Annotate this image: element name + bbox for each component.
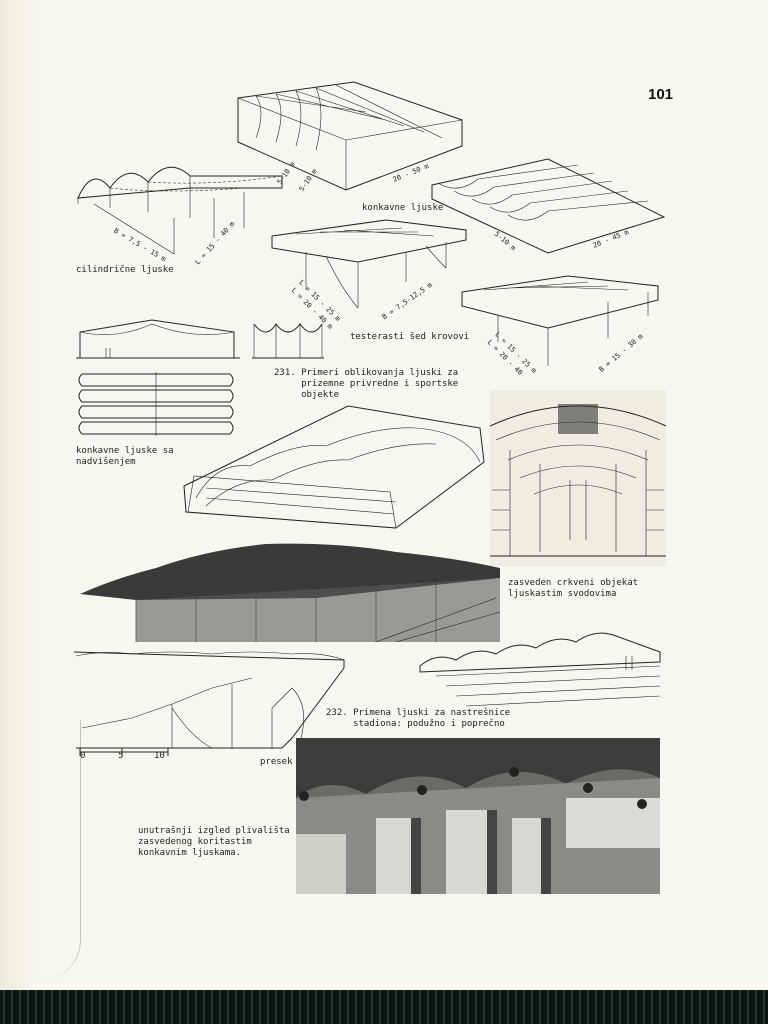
sawtooth-roof-drawing: [266, 218, 470, 314]
scale-0: 0: [80, 751, 86, 761]
label-testerasti-sed-krovovi: testerasti šed krovovi: [350, 332, 470, 342]
label-cilindricne-ljuske: cilindrične ljuske: [76, 265, 174, 275]
scale-10: 10: [154, 751, 165, 761]
stadium-canopy-perspective-drawing: [416, 626, 664, 708]
label-unutrasnji-izgled: unutrašnji izgled plivališta zasvedenog …: [138, 826, 290, 858]
stadium-section-drawing: [72, 648, 348, 760]
concave-shells-row-drawing: [428, 155, 672, 255]
caption-231: 231. Primeri oblikovanja ljuski za prize…: [274, 368, 459, 400]
label-presek: presek: [260, 757, 293, 767]
shell-plan-drawing: [74, 370, 238, 440]
sawtooth-frame-drawing: [458, 272, 662, 368]
shell-section-drawing: [250, 318, 326, 362]
shell-elevation-drawing: [74, 318, 242, 362]
caption-232: 232. Primena ljuski za nastrešnice stadi…: [326, 708, 511, 729]
page-gutter: [0, 0, 36, 990]
cylindrical-shells-drawing: [74, 158, 288, 258]
vaulted-church-interior-drawing: [490, 390, 666, 566]
concave-shell-hall-drawing: [176, 402, 488, 536]
scale-5: 5: [118, 751, 124, 761]
stadium-canopy-drawing: [76, 538, 502, 642]
label-zasveden-crkveni-objekat: zasveden crkveni objekat ljuskastim svod…: [508, 578, 639, 599]
label-konkavne-sa-nadvisenjem: konkavne ljuske sa nadvišenjem: [76, 446, 174, 467]
concave-shells-drawing: [236, 80, 466, 192]
swimming-pool-interior-photo: [296, 738, 660, 894]
scan-edge: [0, 990, 768, 1024]
page-curl: [40, 720, 81, 980]
page-number: 101: [648, 86, 674, 103]
label-konkavne-ljuske: konkavne ljuske: [362, 203, 444, 213]
